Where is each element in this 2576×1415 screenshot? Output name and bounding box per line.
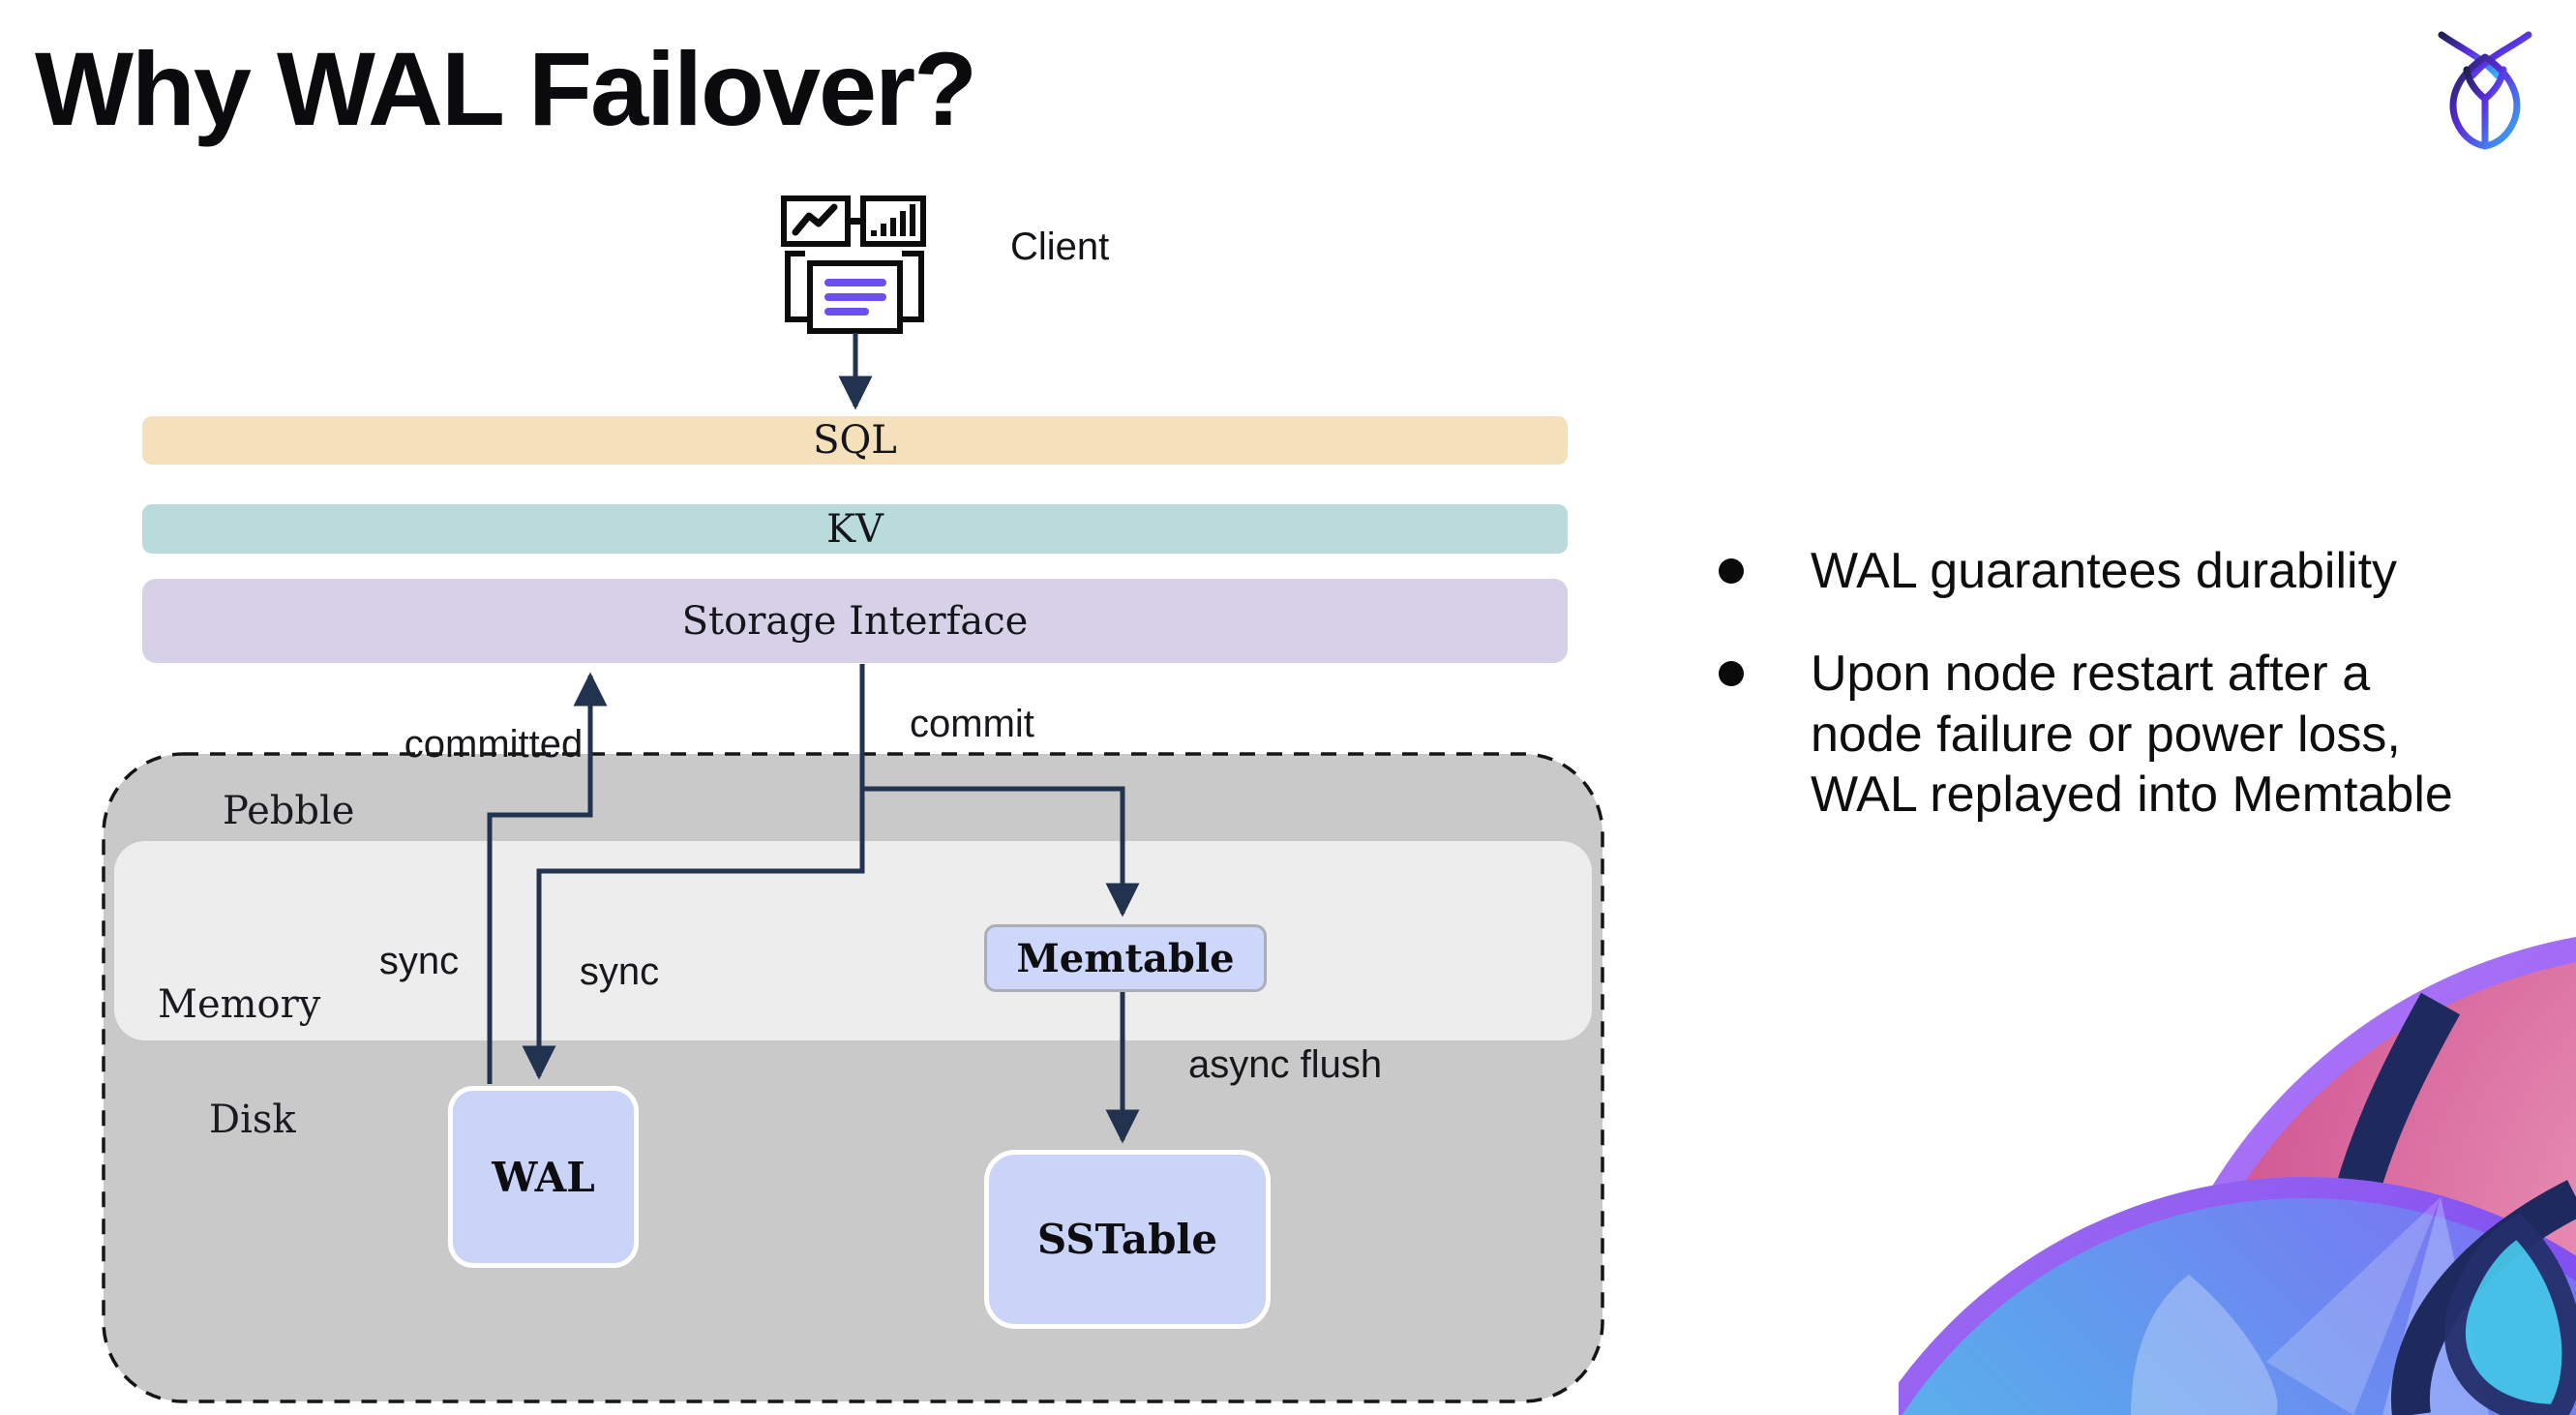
light-wedge-1 [2266,1197,2441,1415]
edge-label-sync-left: sync [378,940,460,982]
blue-sphere-outline [1899,1177,2576,1415]
edge-label-async-flush: async flush [1188,1043,1383,1086]
bullet-item-1: WAL guarantees durability [1719,541,2397,602]
line-chart-icon [781,196,851,247]
icon-dash [851,218,860,225]
bullet-dot [1719,558,1744,584]
pebble-label: Pebble [223,789,355,833]
cyan-leaf [2444,1213,2576,1415]
layer-sql: SQL [142,416,1568,465]
layer-sql-label: SQL [813,418,897,463]
layer-kv-label: KV [826,506,884,552]
layer-storage-interface-label: Storage Interface [681,598,1029,644]
blue-leaf-highlight [2131,1275,2278,1415]
node-memtable: Memtable [984,924,1267,992]
bullet-item-2: Upon node restart after a node failure o… [1719,644,2453,826]
memory-band [114,841,1592,1040]
logo-vein [2463,66,2507,149]
node-wal: WAL [448,1086,639,1268]
node-wal-label: WAL [492,1153,595,1201]
cockroachdb-logo-icon [2438,31,2532,150]
bar-chart-icon [860,196,926,247]
client-label: Client [1010,226,1110,268]
edge-label-committed: committed [404,723,584,766]
navy-curve-2 [2390,1180,2576,1415]
bullet-text-2: Upon node restart after a node failure o… [1811,646,2453,823]
node-sstable: SSTable [984,1150,1271,1329]
logo-antenna-left [2438,31,2501,79]
node-sstable-label: SSTable [1036,1216,1218,1263]
bullet-text-1: WAL guarantees durability [1811,543,2398,599]
edge-label-commit: commit [910,703,1034,745]
document-icon [785,251,924,334]
layer-storage-interface: Storage Interface [142,579,1568,663]
layer-kv: KV [142,504,1568,554]
logo-antenna-right [2469,31,2532,79]
corner-artwork [1899,937,2576,1415]
edge-label-sync-right: sync [579,950,660,993]
node-memtable-label: Memtable [1016,935,1235,981]
disk-label: Disk [209,1098,296,1142]
bullet-dot [1719,661,1744,686]
page-title: Why WAL Failover? [35,30,977,147]
memory-label: Memory [158,982,321,1027]
client-icon [781,196,926,334]
